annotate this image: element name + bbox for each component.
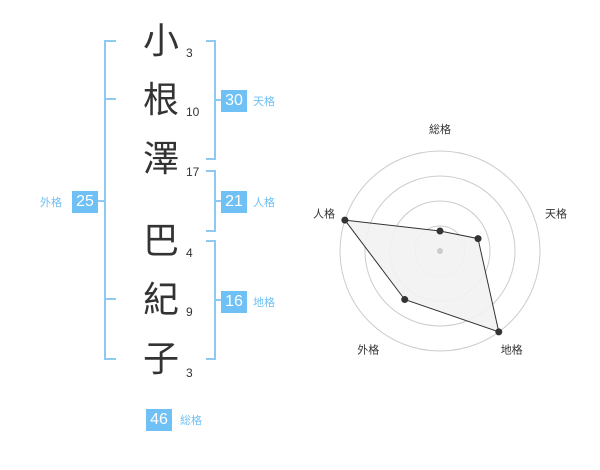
chikaku-label: 地格 [253,296,275,309]
jinkaku-value-badge: 21 [221,191,247,213]
gaikaku-value-badge: 25 [72,191,98,213]
bracket-tick [104,298,116,300]
stroke-count-6: 3 [186,366,193,380]
gaikaku-label: 外格 [40,196,62,209]
tenkaku-label: 天格 [253,95,275,108]
radar-axis-label-5: 人格 [313,206,335,220]
radar-point-3 [495,328,503,336]
radar-axis-label-3: 地格 [501,343,523,357]
stroke-count-1: 3 [186,46,193,60]
radar-grid-ring [339,150,541,352]
stroke-count-4: 4 [186,246,193,260]
chikaku-value-badge: 16 [221,291,247,313]
gaikaku-bracket [104,40,116,360]
radar-center [437,248,443,254]
radar-point-5 [341,216,349,224]
gaikaku-connector [94,200,104,202]
name-char-2: 根 [142,80,179,121]
radar-axis-label-2: 天格 [545,206,567,220]
radar-series-area [343,219,500,333]
tenkaku-connector [216,99,224,101]
jinkaku-bracket [206,170,216,232]
radar-axis-label-4: 外格 [357,343,379,357]
bracket-tick [104,98,116,100]
radar-grid-ring [364,175,516,327]
name-char-1: 小 [142,21,179,62]
name-char-6: 子 [142,339,179,380]
stroke-count-3: 17 [186,165,200,179]
jinkaku-label: 人格 [253,196,275,209]
name-char-3: 澤 [142,139,179,180]
stroke-count-5: 9 [186,305,193,319]
radar-point-2 [474,235,482,243]
radar-point-1 [436,227,444,235]
jinkaku-connector [216,200,224,202]
stroke-count-2: 10 [186,105,200,119]
tenkaku-value-badge: 30 [221,90,247,112]
name-char-4: 巴 [142,221,179,262]
chikaku-connector [216,299,224,301]
chikaku-bracket [206,240,216,360]
soukaku-label: 総格 [180,414,202,427]
soukaku-value-badge: 46 [146,409,172,431]
radar-point-4 [401,296,409,304]
tenkaku-bracket [206,40,216,160]
radar-axis-label-1: 総格 [429,122,451,136]
name-char-5: 紀 [142,280,179,321]
